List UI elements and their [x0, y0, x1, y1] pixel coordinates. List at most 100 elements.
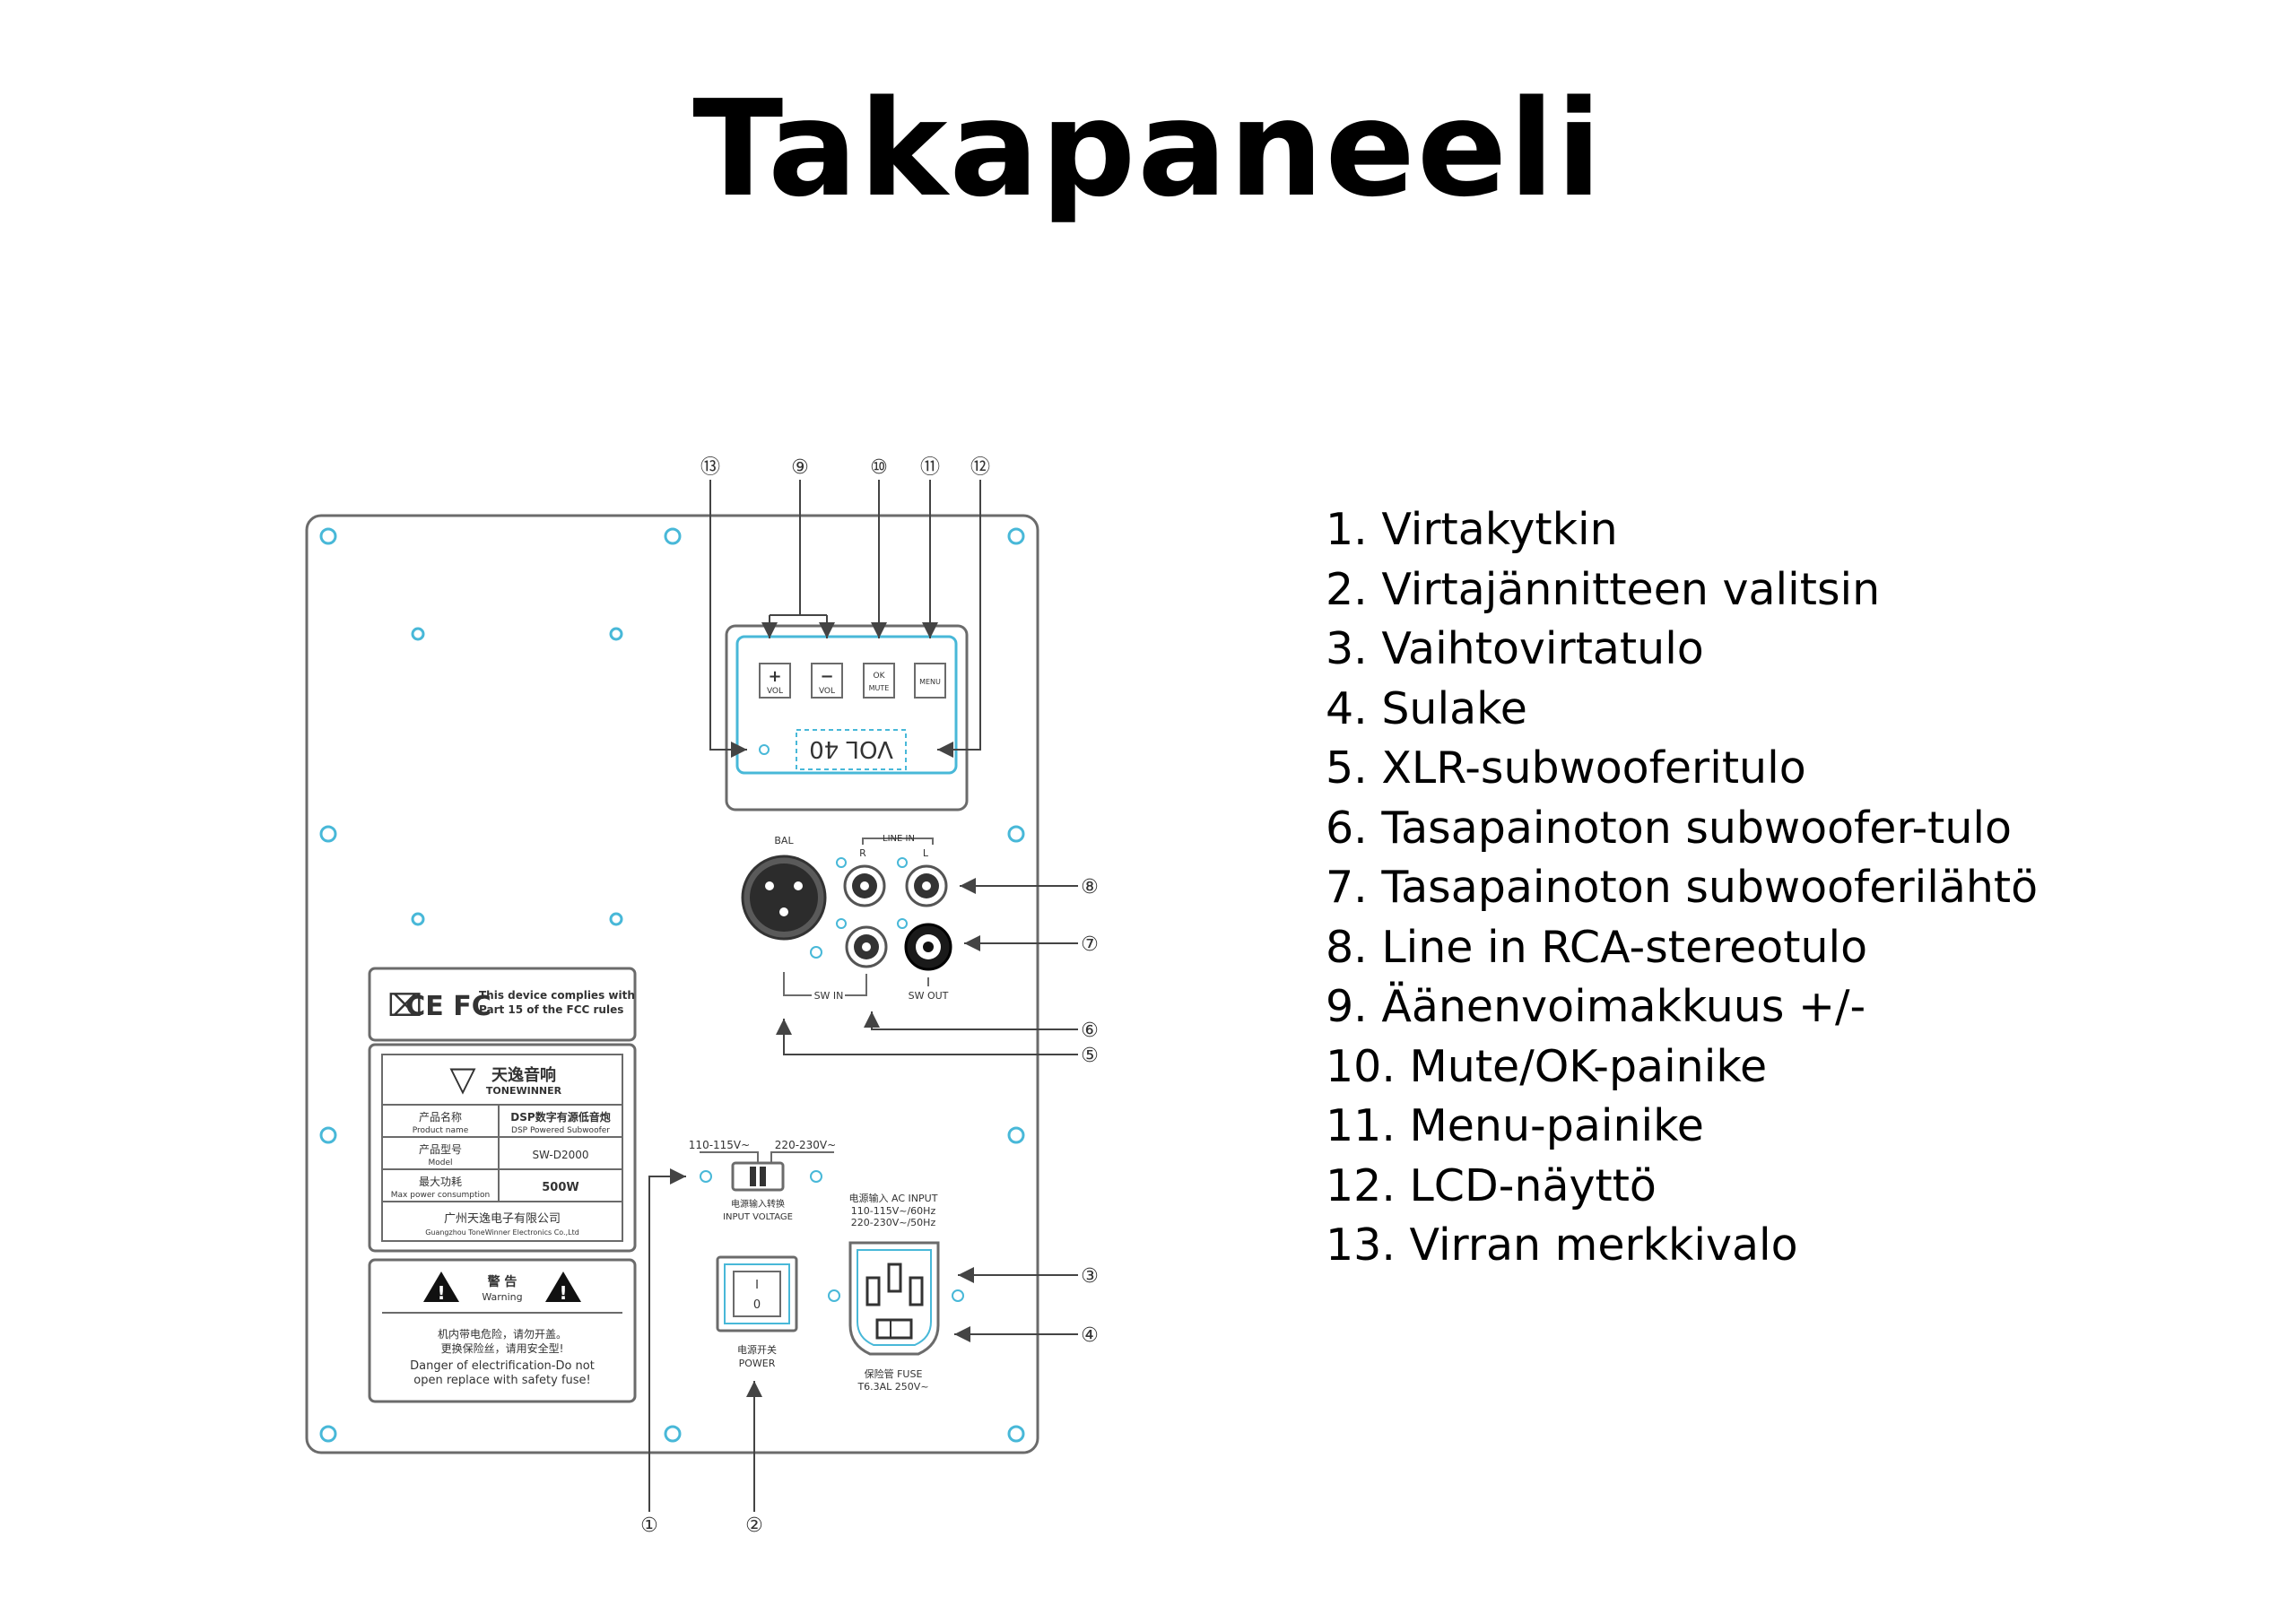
legend-item: 7. Tasapainoton subwooferilähtö: [1326, 862, 2039, 913]
power-value: 500W: [542, 1181, 578, 1194]
fcc-text: This device complies with: [479, 989, 635, 1002]
power-indicator-led: [759, 744, 770, 755]
svg-text:!: !: [437, 1282, 445, 1304]
warning-cn: 警 告: [488, 1274, 517, 1289]
rca-sw-out: [904, 923, 952, 971]
warning-text-cn: 更换保险丝，请用安全型!: [441, 1341, 564, 1355]
bal-label: BAL: [774, 835, 794, 846]
legend-item: 9. Äänenvoimakkuus +/-: [1326, 981, 1866, 1032]
callout-10: ⑩: [870, 456, 888, 479]
button-label: VOL: [767, 687, 783, 696]
power-en-label: POWER: [739, 1358, 776, 1369]
legend-item: 6. Tasapainoton subwoofer-tulo: [1326, 802, 2013, 854]
legend-item: 1. Virtakytkin: [1326, 504, 1618, 555]
tonewinner-logo-icon: ▽: [449, 1059, 476, 1098]
input-voltage-cn: 电源输入转换: [731, 1198, 785, 1210]
fuse-label: 保险管 FUSE: [865, 1367, 923, 1380]
input-voltage-en: INPUT VOLTAGE: [723, 1212, 793, 1222]
power-en: Max power consumption: [391, 1191, 490, 1200]
rca-line-in-r: [843, 864, 886, 907]
volt-high-label: 220-230V~: [775, 1139, 836, 1151]
product-value-en: DSP Powered Subwoofer: [511, 1126, 610, 1135]
volt-low-label: 110-115V~: [689, 1139, 750, 1151]
legend-item: 5. XLR-subwooferitulo: [1326, 742, 1806, 794]
warning-text-en: Danger of electrification-Do not: [410, 1359, 595, 1373]
warning-text-cn: 机内带电危险，请勿开盖。: [438, 1327, 567, 1341]
legend-item: 4. Sulake: [1326, 682, 1527, 734]
control-module: [725, 624, 969, 812]
switch-on-mark: I: [755, 1279, 759, 1292]
callout-11: ⑪: [920, 456, 940, 479]
legend-list: 1. Virtakytkin 2. Virtajännitteen valits…: [1326, 500, 2038, 1276]
ac-input-label: 电源输入 AC INPUT: [849, 1192, 938, 1204]
rca-sw-in: [845, 925, 888, 968]
fuse-holder: [875, 1318, 913, 1340]
product-name-cn: 产品名称: [419, 1110, 462, 1124]
voltage-selector: [731, 1161, 785, 1192]
page-title: Takapaneeli: [692, 72, 1604, 226]
button-label: VOL: [819, 687, 835, 696]
company-cn: 广州天逸电子有限公司: [444, 1212, 561, 1226]
product-name-en: Product name: [413, 1126, 469, 1135]
legend-item: 3. Vaihtovirtatulo: [1326, 623, 1704, 674]
model-value: SW-D2000: [532, 1149, 588, 1161]
product-value-cn: DSP数字有源低音炮: [510, 1110, 610, 1124]
callout-6: ⑥: [1081, 1020, 1099, 1042]
ac-input-label: 110-115V~/60Hz: [851, 1205, 936, 1217]
button-symbol: +: [768, 667, 781, 686]
legend-item: 13. Virran merkkivalo: [1326, 1219, 1798, 1271]
ac-input-label: 220-230V~/50Hz: [851, 1217, 936, 1228]
mounting-holes: [319, 527, 1025, 1443]
power-cn: 最大功耗: [419, 1176, 462, 1188]
warning-en: Warning: [482, 1291, 522, 1303]
brand-cn: 天逸音响: [491, 1065, 556, 1085]
fcc-label: [368, 967, 637, 1042]
warning-label: [368, 1258, 637, 1403]
legend-item: 11. Menu-painike: [1326, 1100, 1704, 1151]
fuse-label: T6.3AL 250V~: [857, 1381, 928, 1393]
panel-outline: [305, 514, 1039, 1454]
legend-item: 10. Mute/OK-painike: [1326, 1040, 1768, 1092]
button-menu: MENU: [914, 663, 946, 699]
button-symbol: −: [820, 667, 833, 686]
lcd-display: [796, 729, 907, 770]
rca-line-in-l: [905, 864, 948, 907]
power-switch: [716, 1255, 798, 1332]
callout-12: ⑫: [970, 456, 990, 479]
legend-item: 8. Line in RCA-stereotulo: [1326, 921, 1868, 973]
rating-label: [368, 1043, 637, 1253]
legend-item: 12. LCD-näyttö: [1326, 1159, 1657, 1211]
switch-off-mark: 0: [753, 1298, 761, 1312]
fcc-marks: CE FC: [405, 991, 491, 1022]
control-module-inner: [735, 635, 958, 775]
recycle-icon: ⌧: [387, 988, 422, 1024]
button-vol-up: + VOL: [759, 663, 791, 699]
model-cn: 产品型号: [419, 1143, 462, 1156]
lcd-text: VOL 40: [809, 735, 893, 762]
callout-13: ⑬: [700, 456, 720, 479]
power-cn-label: 电源开关: [737, 1343, 777, 1356]
sw-in-label: SW IN: [814, 990, 844, 1002]
callout-2: ②: [745, 1515, 763, 1537]
fcc-text: Part 15 of the FCC rules: [479, 1003, 623, 1016]
button-vol-down: − VOL: [811, 663, 843, 699]
model-en: Model: [428, 1159, 452, 1167]
button-symbol: OK: [874, 672, 886, 681]
button-mute-ok: OK MUTE: [863, 663, 895, 699]
company-en: Guangzhou ToneWinner Electronics Co.,Ltd: [425, 1228, 579, 1237]
warning-text-en: open replace with safety fuse!: [413, 1374, 591, 1387]
l-label: L: [923, 847, 929, 859]
callout-3: ③: [1081, 1265, 1099, 1288]
warning-triangle-icon: [545, 1271, 581, 1302]
ac-inlet: [848, 1241, 940, 1356]
button-label: MENU: [919, 678, 941, 686]
svg-text:!: !: [559, 1282, 567, 1304]
callout-1: ①: [640, 1515, 658, 1537]
callout-7: ⑦: [1081, 933, 1099, 956]
callout-5: ⑤: [1081, 1045, 1099, 1067]
r-label: R: [859, 847, 866, 859]
brand-en: TONEWINNER: [486, 1085, 562, 1097]
callout-numbers: ① ② ③ ④ ⑤ ⑥ ⑦ ⑧ ⑨ ⑩ ⑪ ⑫ ⑬: [640, 456, 1099, 1537]
sw-out-label: SW OUT: [909, 990, 949, 1002]
